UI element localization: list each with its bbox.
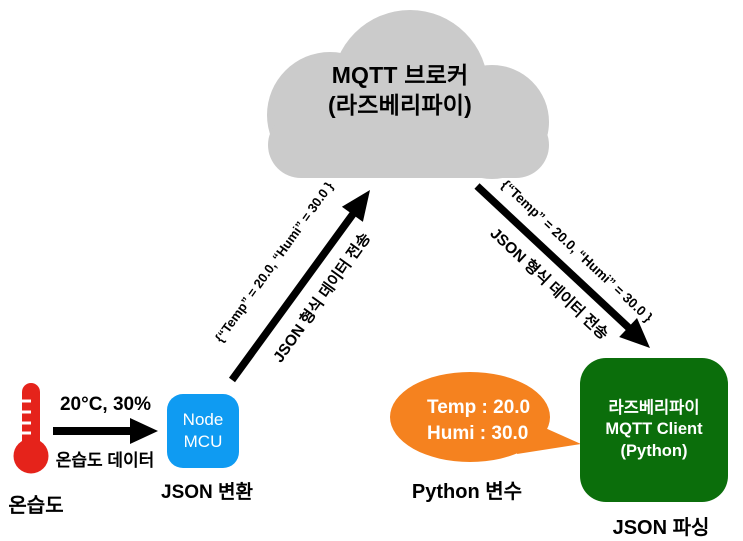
temp-value: Temp : 20.0	[427, 397, 531, 418]
nodemcu-caption: JSON 변환	[161, 482, 253, 503]
raspi-line2: MQTT Client	[605, 420, 703, 439]
cloud-icon	[267, 10, 549, 179]
nodemcu-box: Node MCU	[167, 394, 239, 468]
python-variable-caption: Python 변수	[411, 481, 523, 503]
publish-arrow-icon	[228, 190, 370, 383]
thermometer-label: 온습도	[8, 495, 64, 517]
raspi-line3: (Python)	[620, 441, 688, 460]
json-parse-caption: JSON 파싱	[612, 517, 710, 539]
mqtt-broker-label: MQTT 브로커 (라즈베리파이)	[290, 60, 510, 120]
thermometer-icon	[13, 383, 49, 474]
sensor-data-label: 온습도 데이터	[55, 451, 155, 470]
raspi-mqtt-client-box: 라즈베리파이 MQTT Client (Python)	[580, 358, 728, 502]
subscribe-arrow-icon	[474, 183, 650, 348]
humi-value: Humi : 30.0	[427, 422, 529, 444]
mqtt-broker-subtitle: (라즈베리파이)	[328, 92, 472, 118]
speech-bubble-icon	[390, 372, 581, 462]
sensor-reading-label: 20°C, 30%	[59, 394, 152, 415]
raspi-line1: 라즈베리파이	[608, 398, 700, 417]
nodemcu-line2: MCU	[183, 432, 223, 451]
python-bubble-text: Temp : 20.0 Humi : 30.0	[427, 395, 530, 446]
mqtt-broker-title: MQTT 브로커	[331, 62, 469, 88]
sensor-arrow-icon	[53, 418, 158, 444]
nodemcu-line1: Node	[182, 410, 224, 429]
